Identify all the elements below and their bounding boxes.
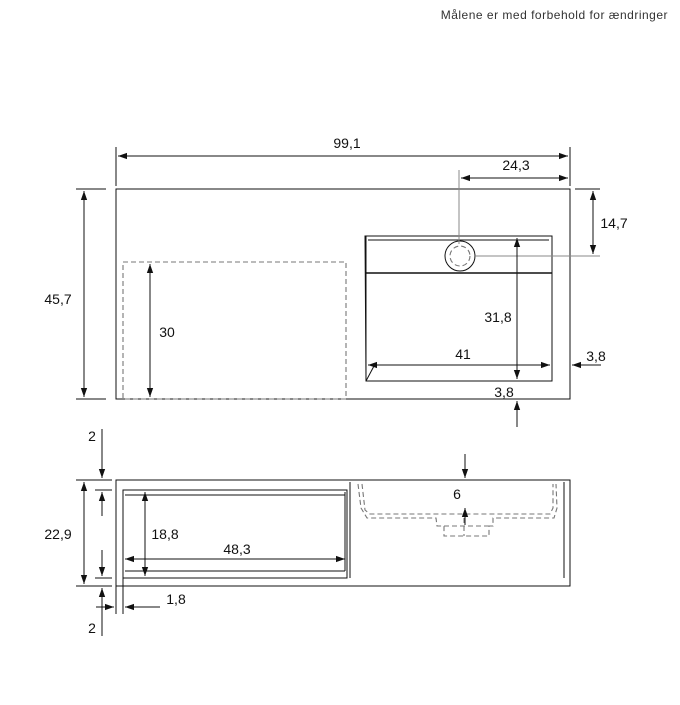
drain-icon [444,240,476,272]
drawer-outline [122,489,348,579]
label-top-thickness: 2 [88,428,96,444]
dim-tap-depth: 14,7 [475,188,628,257]
label-tap-offset: 24,3 [502,157,529,173]
top-view: 99,1 24,3 45,7 14,7 [44,135,628,427]
label-depth: 45,7 [44,291,71,307]
label-total-width: 99,1 [333,135,360,151]
label-drawer-height: 18,8 [151,526,178,542]
dim-depth: 45,7 [44,188,106,400]
dim-total-width: 99,1 [115,135,571,186]
front-outline [115,479,571,587]
front-view: 2 22,9 6 18,8 48, [44,428,571,636]
dim-basin-right-margin: 3,8 [572,348,606,369]
label-drawer-width: 48,3 [223,541,250,557]
hidden-shelf-outline [122,261,347,400]
dim-side-thickness: 1,8 [96,578,186,614]
dim-drawer-height: 18,8 [141,492,179,576]
dim-basin-width: 41 [368,346,550,369]
label-tap-depth: 14,7 [600,215,627,231]
disclaimer-note: Målene er med forbehold for ændringer [440,8,668,22]
label-height: 22,9 [44,526,71,542]
label-basin-depth: 31,8 [484,309,511,325]
hidden-basin-profile [349,482,565,578]
label-basin-front-margin: 3,8 [494,384,514,400]
dim-height: 22,9 [44,479,112,587]
label-shelf-depth: 30 [159,324,175,340]
dim-basin-front-margin: 3,8 [494,384,521,427]
dim-shelf-depth: 30 [146,264,175,397]
label-basin-right-margin: 3,8 [586,348,606,364]
label-bottom-thickness: 2 [88,620,96,636]
dim-top-thickness: 2 [88,428,112,516]
dim-basin-inset: 6 [453,454,469,525]
label-basin-width: 41 [455,346,471,362]
dim-tap-offset: 24,3 [458,157,571,244]
label-side-thickness: 1,8 [166,591,186,607]
dim-bottom-thickness: 2 [88,550,112,636]
label-basin-inset: 6 [453,486,461,502]
countertop-outline [115,188,571,400]
dim-basin-depth: 31,8 [484,238,521,379]
dim-drawer-width: 48,3 [125,541,345,563]
